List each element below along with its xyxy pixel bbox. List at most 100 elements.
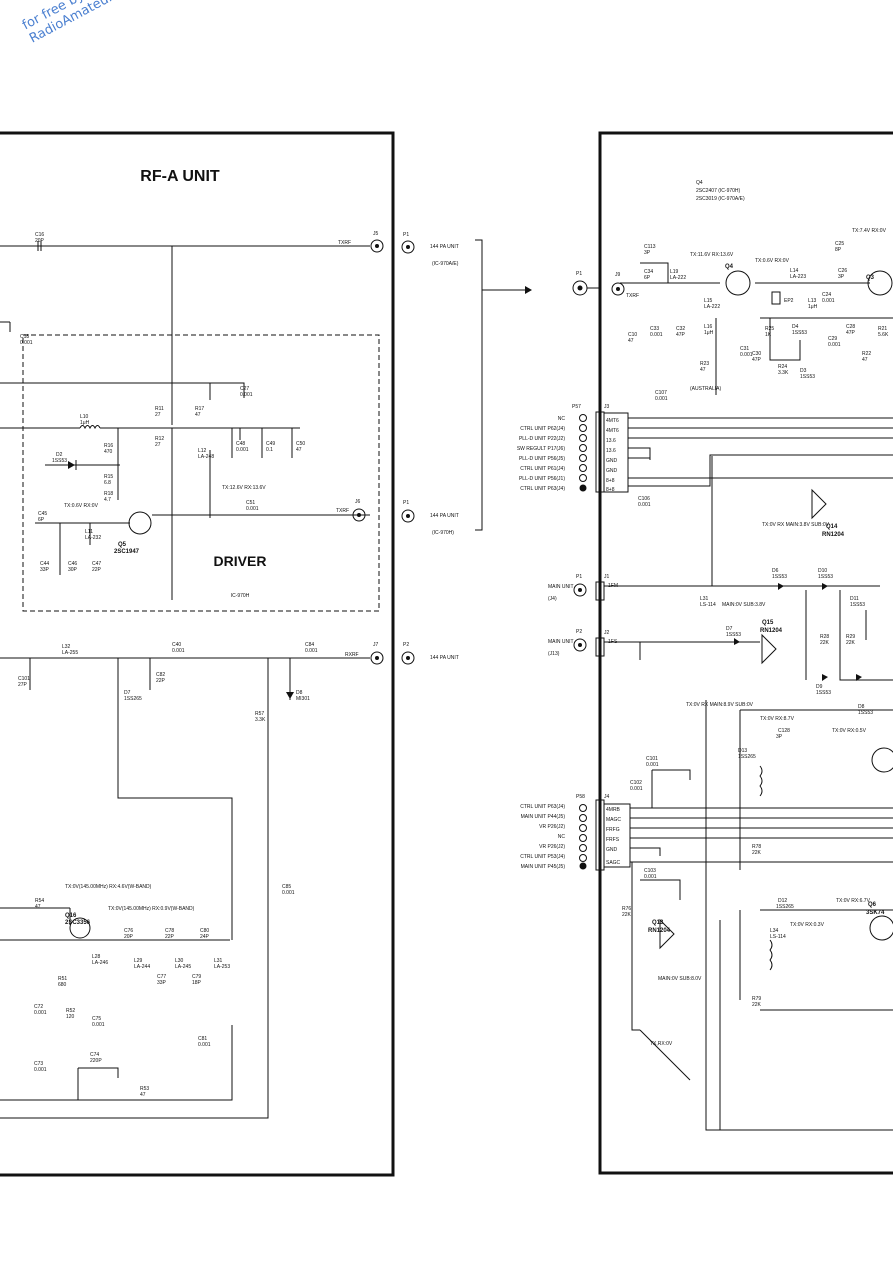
q16-emitter-note: TX:0V(145.00MHz) RX:4.6V(W-BAND): [65, 884, 152, 890]
c113-ref: C113: [644, 244, 656, 250]
d12-val: 1SS265: [776, 904, 794, 910]
q14-part: RN1204: [822, 532, 845, 538]
r11-ref: R11: [155, 406, 164, 412]
l13-val: 1μH: [808, 304, 818, 310]
p1-top-model: (IC-970A/E): [432, 261, 459, 267]
p57-pin-1: NC: [558, 416, 566, 422]
p2-main-desc: MAIN UNIT: [548, 639, 574, 645]
l14-ref: L14: [790, 268, 799, 274]
r51-ref: R51: [58, 976, 67, 982]
c49-val: 0.1: [266, 447, 273, 453]
r16-ref: R16: [104, 443, 113, 449]
d7-right-val: 1SS53: [726, 632, 741, 638]
l15-ref: L15: [704, 298, 713, 304]
j5-connector: [370, 239, 384, 253]
c24-ref: C24: [822, 292, 831, 298]
c45-val: 6P: [38, 517, 45, 523]
p57-pin-3: PLL-D UNIT P22(J2): [519, 436, 565, 442]
l29-val: LA-244: [134, 964, 150, 970]
d11-val: 1SS53: [850, 602, 865, 608]
c73-val: 0.001: [34, 1067, 47, 1073]
l10-ref: L10: [80, 414, 89, 420]
r52-val: 120: [66, 1014, 75, 1020]
p1-main-connector: [573, 583, 587, 597]
p58-pin-2: MAIN UNIT P44(J5): [521, 814, 566, 820]
l28-val: LA-246: [92, 960, 108, 966]
c101-right-val: 0.001: [646, 762, 659, 768]
q13-part: RN1204: [648, 928, 671, 934]
d6-val: 1SS53: [772, 574, 787, 580]
c10-val: 47: [628, 338, 634, 344]
j7-label: J7: [373, 642, 379, 648]
q4-part2: 2SC3019 (IC-970A/E): [696, 196, 745, 202]
d10-val: 1SS53: [818, 574, 833, 580]
d8-right-ref: D8: [858, 704, 865, 710]
q14-note: TX:0V RX MAIN:3.8V SUB:0V: [762, 522, 830, 528]
l11-val: LA-232: [85, 535, 101, 541]
c44-ref: C44: [40, 561, 49, 567]
c50-val: 47: [296, 447, 302, 453]
j6-label: J6: [355, 499, 361, 505]
p58-ref: P58: [576, 794, 585, 800]
p58-pin-3: VR P26(J2): [539, 824, 565, 830]
d4-ref: D4: [792, 324, 799, 330]
q15-buffer: [761, 633, 777, 665]
p57-pin-7: PLL-D UNIT P56(J1): [519, 476, 565, 482]
j1-label: J1: [604, 574, 610, 580]
p1-mid-desc: 144 PA UNIT: [430, 513, 459, 519]
c31-val: 0.001: [740, 352, 753, 358]
svg-text:J4: J4: [604, 794, 610, 800]
j3-pin-5: GND: [606, 458, 618, 464]
r24-val: 3.3K: [778, 370, 789, 376]
r16-val: 470: [104, 449, 113, 455]
l12-ref: L12: [198, 448, 207, 454]
r53-val: 47: [140, 1092, 146, 1098]
c29-ref: C29: [828, 336, 837, 342]
c75-ref: C75: [92, 1016, 101, 1022]
q5-bias-note: TX:0.6V RX:0V: [64, 503, 99, 509]
l19-ref: L19: [670, 269, 679, 275]
p2-main-connector: [573, 638, 587, 652]
d9-ref: D9: [816, 684, 823, 690]
q13-ref: Q13: [652, 920, 664, 926]
c82-ref: C82: [156, 672, 165, 678]
d8-left-val: MI301: [296, 696, 310, 702]
c72-ref: C72: [34, 1004, 43, 1010]
q5-transistor: [128, 511, 152, 535]
c40-val: 0.001: [172, 648, 185, 654]
r23-ref: R23: [700, 361, 709, 367]
c32-ref: C32: [676, 326, 685, 332]
r22-val: 47: [862, 357, 868, 363]
p57-pin-4: SW REGULT P17(J6): [517, 446, 565, 452]
q3-transistor: [867, 270, 893, 296]
c26-ref: C26: [838, 268, 847, 274]
j6-connector: [352, 508, 366, 522]
p58-pin-5: VR P26(J2): [539, 844, 565, 850]
right-panel-border: [598, 131, 893, 1175]
q14-buffer: [811, 488, 827, 520]
j4-pin-1: 4MRB: [606, 807, 621, 813]
j3-pin-7: 8+8: [606, 478, 615, 484]
c51-val: 0.001: [246, 506, 259, 512]
c18-val: 0.001: [20, 340, 33, 346]
left-panel-title: RF-A UNIT: [140, 168, 220, 185]
l30-val: LA-245: [175, 964, 191, 970]
p57-pin-2: CTRL UNIT P62(J4): [520, 426, 565, 432]
d11-ref: D11: [850, 596, 859, 602]
p1-main-ref: P1: [576, 574, 582, 580]
r52-ref: R52: [66, 1008, 75, 1014]
c72-val: 0.001: [34, 1010, 47, 1016]
j9-connector: [611, 282, 625, 296]
d3-ref: D3: [800, 368, 807, 374]
c74-ref: C74: [90, 1052, 99, 1058]
q3-c-note: TX:7.4V RX:0V: [852, 228, 887, 234]
c85-val: 0.001: [282, 890, 295, 896]
r54-val: 47: [35, 904, 41, 910]
l31-left-ref: L31: [214, 958, 223, 964]
j5-label: J5: [373, 231, 379, 237]
d2-val: 1SS53: [52, 458, 67, 464]
r23-val: 47: [700, 367, 706, 373]
p58-pin-7: MAIN UNIT P45(J5): [521, 864, 566, 870]
d13-note2: TX:0V RX:0.5V: [832, 728, 867, 734]
c18-ref: C18: [20, 334, 29, 340]
